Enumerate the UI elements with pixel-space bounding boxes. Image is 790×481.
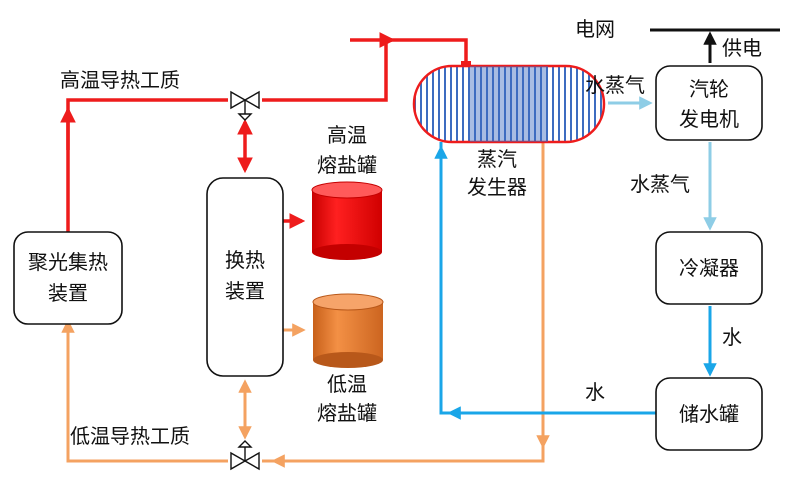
hot-tank-cylinder xyxy=(311,181,383,260)
cold-htf-label: 低温导热工质 xyxy=(70,424,190,448)
cold-line-valve-to-collector xyxy=(66,326,228,463)
exchanger-label-line2: 装置 xyxy=(225,279,265,303)
turbine-label-line1: 汽轮 xyxy=(689,77,729,101)
water-lines xyxy=(434,142,717,420)
collector-box xyxy=(13,231,123,325)
collector-label-line2: 装置 xyxy=(48,281,88,305)
turbine-box xyxy=(655,65,763,141)
cold-tank-label-line2: 熔盐罐 xyxy=(317,401,377,425)
steam-label-mid: 水蒸气 xyxy=(630,172,690,196)
condenser-label: 冷凝器 xyxy=(679,256,739,280)
cold-line-generator-to-valve xyxy=(262,142,545,463)
collector-label-line1: 聚光集热 xyxy=(28,250,108,274)
steam-label-top: 水蒸气 xyxy=(585,73,645,97)
water-label-right: 水 xyxy=(722,325,742,349)
water-line-tank-to-generator xyxy=(439,142,656,415)
turbine-label-line2: 发电机 xyxy=(679,107,739,131)
cold-tank-cylinder xyxy=(312,293,384,368)
valve-icon xyxy=(230,440,260,471)
hot-htf-label: 高温导热工质 xyxy=(60,68,180,92)
cold-tank-label-line1: 低温 xyxy=(327,372,367,396)
hot-tank-label-line1: 高温 xyxy=(327,123,367,147)
hot-line-collector-to-valve xyxy=(66,98,228,232)
hot-tank-label-line2: 熔盐罐 xyxy=(317,153,377,177)
exchanger-label-line1: 换热 xyxy=(225,248,265,272)
power-supply-label: 供电 xyxy=(722,36,762,60)
steam-generator-vessel xyxy=(412,64,606,144)
water-tank-label: 储水罐 xyxy=(679,402,739,426)
water-tank-box xyxy=(655,377,763,451)
steam-generator-label-line1: 蒸汽 xyxy=(477,147,517,171)
exchanger-box xyxy=(206,177,284,377)
water-label-bottom: 水 xyxy=(585,380,605,404)
condenser-box xyxy=(655,231,763,305)
valve-icon xyxy=(230,90,260,121)
grid-label: 电网 xyxy=(575,17,615,41)
steam-lines xyxy=(608,96,717,231)
steam-generator-label-line2: 发生器 xyxy=(467,175,527,199)
